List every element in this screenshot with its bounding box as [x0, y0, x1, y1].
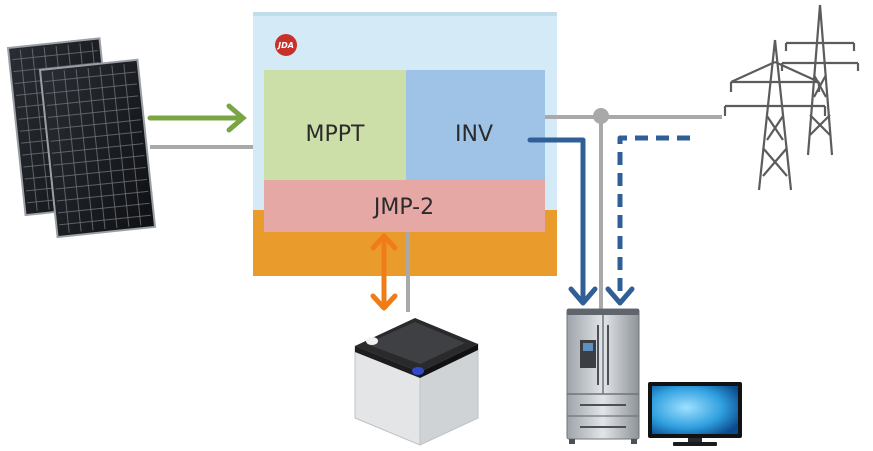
jmp-label: JMP-2	[372, 195, 434, 220]
inverter-device: MPPT INV JMP-2 JDA	[253, 12, 557, 276]
monitor-icon	[648, 382, 742, 446]
inv-label: INV	[455, 122, 493, 147]
device-top-edge	[253, 12, 557, 16]
jmp-block	[264, 180, 545, 232]
solar-arrow	[147, 103, 247, 133]
transmission-tower-icon	[723, 4, 860, 191]
refrigerator-icon	[566, 308, 640, 444]
mppt-block	[264, 70, 406, 180]
mppt-label: MPPT	[306, 122, 366, 147]
inverter-load-arrow	[527, 137, 598, 306]
battery-arrow	[370, 233, 398, 311]
jda-logo: JDA	[275, 34, 297, 56]
battery-icon	[354, 318, 479, 446]
solar-panel-icon	[6, 37, 157, 239]
inv-block	[406, 70, 545, 180]
grid-wire	[545, 108, 722, 312]
jda-logo-text: JDA	[276, 41, 294, 50]
grid-bypass-arrow	[605, 135, 690, 306]
